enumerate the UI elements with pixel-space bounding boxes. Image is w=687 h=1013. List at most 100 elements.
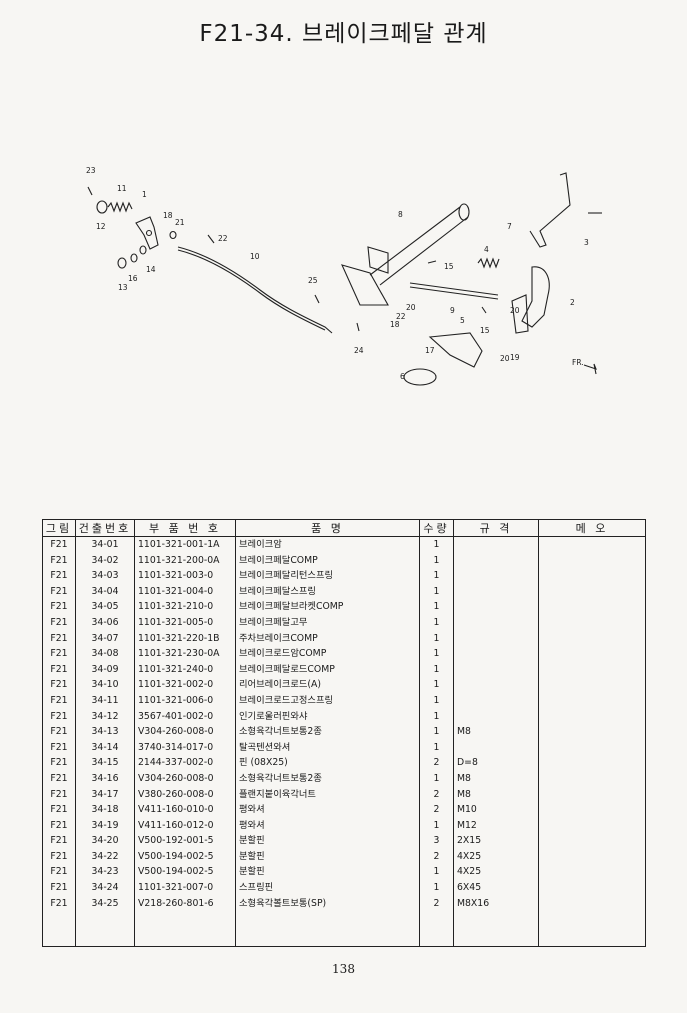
cell-spec <box>453 583 539 600</box>
cell-memo <box>538 708 646 725</box>
cell-qty: 1 <box>419 599 454 615</box>
cell-qty: 1 <box>419 568 454 584</box>
filler-cell <box>419 911 454 948</box>
brake-pedal-rod <box>409 282 499 300</box>
cell-name: 분할핀 <box>235 848 420 865</box>
cell-memo <box>538 646 646 662</box>
cell-memo <box>538 864 646 881</box>
cell-qty: 1 <box>419 646 454 662</box>
cell-name: 탈곡텐션와셔 <box>235 739 420 756</box>
cell-ref: 34-08 <box>75 646 135 662</box>
cell-part: V411-160-010-0 <box>134 802 236 818</box>
cell-fig: F21 <box>42 708 76 725</box>
cell-spec <box>453 630 539 647</box>
cell-ref: 34-19 <box>75 817 135 834</box>
cell-name: 브레이크페달고무 <box>235 614 420 631</box>
filler-cell <box>134 911 236 948</box>
svg-text:22: 22 <box>396 312 406 321</box>
cell-part: 1101-321-220-1B <box>134 630 236 647</box>
cell-ref: 34-22 <box>75 848 135 865</box>
brake-arm <box>135 216 159 250</box>
cell-memo <box>538 692 646 709</box>
cell-ref: 34-05 <box>75 599 135 615</box>
cell-spec <box>453 708 539 725</box>
cell-name: 주차브레이크COMP <box>235 630 420 647</box>
cell-spec <box>453 677 539 693</box>
cell-qty: 2 <box>419 848 454 865</box>
cell-qty: 3 <box>419 833 454 849</box>
spring-11 <box>107 201 133 213</box>
table-header-row: 그림 건출번호 부 품 번 호 품 명 수량 규 격 메 오 <box>42 519 646 537</box>
cell-name: 분할핀 <box>235 864 420 881</box>
table-filler-row <box>42 911 646 948</box>
cell-qty: 1 <box>419 552 454 569</box>
cell-fig: F21 <box>42 864 76 881</box>
cell-memo <box>538 786 646 803</box>
cell-memo <box>538 661 646 678</box>
cell-spec: M8 <box>453 724 539 740</box>
filler-cell <box>235 911 420 948</box>
cell-spec: 6X45 <box>453 880 539 896</box>
cell-qty: 1 <box>419 583 454 600</box>
brake-pedal <box>521 266 550 328</box>
cell-fig: F21 <box>42 848 76 865</box>
cell-memo <box>538 817 646 834</box>
cell-qty: 1 <box>419 536 454 553</box>
svg-text:24: 24 <box>354 346 364 355</box>
cell-memo <box>538 614 646 631</box>
cell-spec <box>453 614 539 631</box>
cell-ref: 34-13 <box>75 724 135 740</box>
cell-spec: 4X25 <box>453 864 539 881</box>
cell-fig: F21 <box>42 895 76 912</box>
cell-part: 1101-321-007-0 <box>134 880 236 896</box>
cell-spec <box>453 646 539 662</box>
svg-text:20: 20 <box>510 306 520 315</box>
cell-ref: 34-15 <box>75 755 135 771</box>
cell-memo <box>538 802 646 818</box>
cell-spec: M8 <box>453 786 539 803</box>
cell-part: 1101-321-004-0 <box>134 583 236 600</box>
cell-part: V304-260-008-0 <box>134 724 236 740</box>
cell-memo <box>538 895 646 912</box>
cell-memo <box>538 848 646 865</box>
cell-name: 소형육각볼트보통(SP) <box>235 895 420 912</box>
cell-name: 브레이크페달리턴스프링 <box>235 568 420 584</box>
cell-part: 1101-321-002-0 <box>134 677 236 693</box>
filler-cell <box>42 911 76 948</box>
cell-fig: F21 <box>42 802 76 818</box>
filler-cell <box>538 911 646 948</box>
cell-fig: F21 <box>42 661 76 678</box>
cell-qty: 1 <box>419 739 454 756</box>
cell-part: V500-192-001-5 <box>134 833 236 849</box>
cell-ref: 34-07 <box>75 630 135 647</box>
page-number: 138 <box>332 962 355 976</box>
col-qty: 수량 <box>419 519 454 537</box>
pedal-rubber <box>403 368 437 386</box>
cell-spec <box>453 568 539 584</box>
cell-fig: F21 <box>42 552 76 569</box>
cell-fig: F21 <box>42 755 76 771</box>
cell-ref: 34-11 <box>75 692 135 709</box>
cell-ref: 34-18 <box>75 802 135 818</box>
svg-text:4: 4 <box>484 245 489 254</box>
col-spec: 규 격 <box>453 519 539 537</box>
cell-spec: M8 <box>453 770 539 787</box>
svg-text:20: 20 <box>500 354 510 363</box>
svg-text:3: 3 <box>584 238 589 247</box>
cell-memo <box>538 755 646 771</box>
svg-text:21: 21 <box>175 218 185 227</box>
svg-text:1: 1 <box>142 190 147 199</box>
svg-text:10: 10 <box>250 252 260 261</box>
cell-name: 브레이크로드암COMP <box>235 646 420 662</box>
